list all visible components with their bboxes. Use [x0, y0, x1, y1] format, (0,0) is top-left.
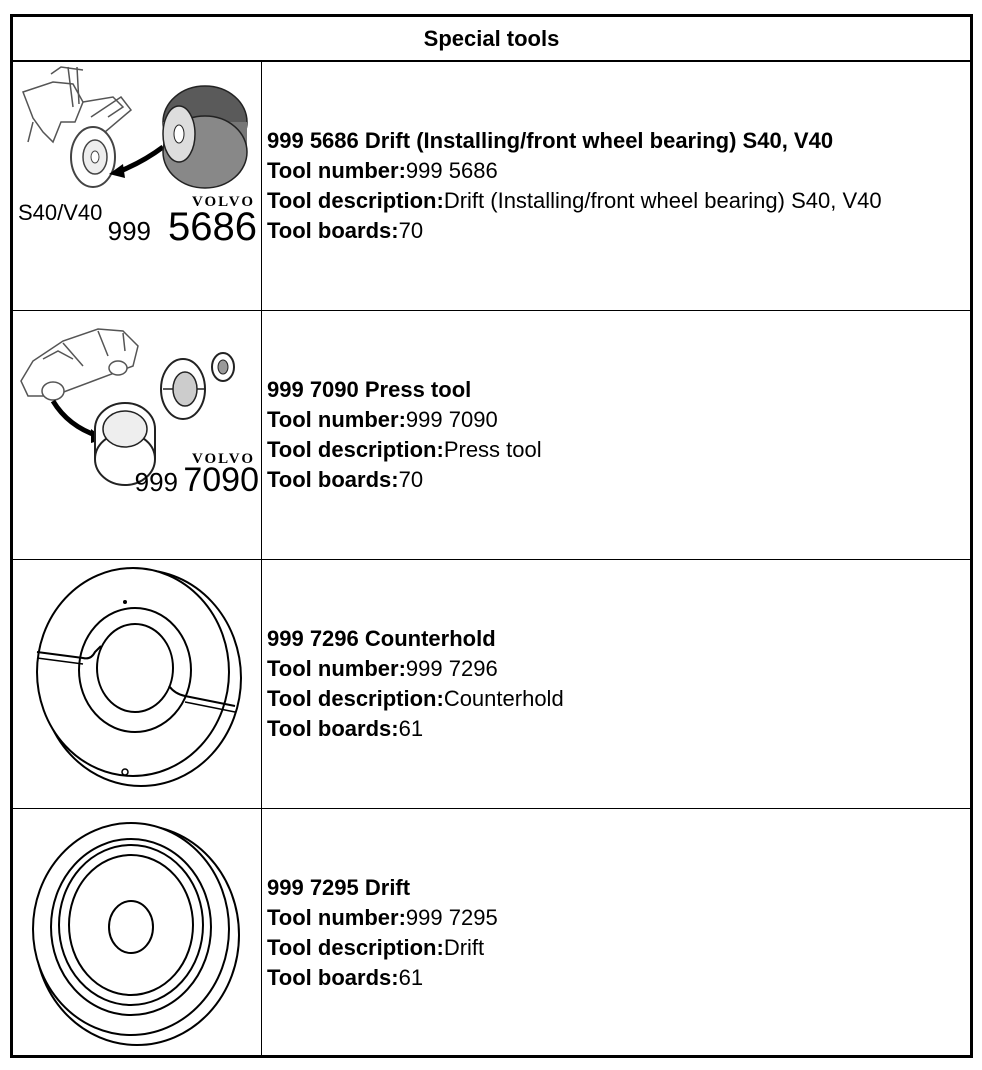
- tool-number-label: Tool number:: [267, 656, 406, 681]
- counterhold-illustration: [36, 567, 242, 787]
- tool-boards-label: Tool boards:: [267, 467, 399, 492]
- tool-boards-value: 70: [398, 467, 424, 492]
- tool-boards-value: 70: [398, 218, 424, 243]
- tool-description-value: Drift: [443, 935, 485, 960]
- tool-illustration-7090: VOLVO 999 7090: [13, 311, 262, 559]
- tool-info: 999 7090 Press tool Tool number:999 7090…: [267, 311, 970, 559]
- tool-boards-label: Tool boards:: [267, 218, 399, 243]
- tool-description-label: Tool description:: [267, 437, 444, 462]
- part-suffix: 7090: [183, 461, 259, 499]
- tool-description-line: Tool description:Counterhold: [267, 684, 970, 714]
- wheel-bearing-drift-illustration: S40/V40 VOLVO 999 5686: [18, 66, 257, 249]
- tool-description-line: Tool description:Drift: [267, 933, 970, 963]
- tool-boards-value: 61: [398, 716, 424, 741]
- tool-description-label: Tool description:: [267, 935, 444, 960]
- tool-title: 999 7296 Counterhold: [267, 626, 496, 651]
- part-prefix: 999: [135, 467, 178, 497]
- model-label: S40/V40: [18, 200, 102, 225]
- tool-title: 999 5686 Drift (Installing/front wheel b…: [267, 128, 834, 153]
- table-row: 999 7295 Drift Tool number:999 7295 Tool…: [13, 809, 970, 1057]
- table-header: Special tools: [13, 17, 970, 62]
- tool-boards-line: Tool boards:61: [267, 714, 970, 744]
- part-suffix: 5686: [168, 205, 257, 249]
- tool-boards-line: Tool boards:70: [267, 216, 970, 246]
- special-tools-table: Special tools: [10, 14, 973, 1058]
- tool-boards-label: Tool boards:: [267, 965, 399, 990]
- tool-number-label: Tool number:: [267, 905, 406, 930]
- tool-number-line: Tool number:999 7090: [267, 405, 970, 435]
- tool-info: 999 7296 Counterhold Tool number:999 729…: [267, 560, 970, 808]
- tool-illustration-5686: S40/V40 VOLVO 999 5686: [13, 62, 262, 310]
- table-row: VOLVO 999 7090 999 7090 Press tool Tool …: [13, 311, 970, 560]
- tool-boards-line: Tool boards:61: [267, 963, 970, 993]
- tool-title: 999 7295 Drift: [267, 875, 411, 900]
- volvo-logo: VOLVO: [192, 194, 255, 210]
- tool-number-line: Tool number:999 7295: [267, 903, 970, 933]
- tool-title: 999 7090 Press tool: [267, 377, 472, 402]
- tool-description-value: Drift (Installing/front wheel bearing) S…: [443, 188, 882, 213]
- tool-description-value: Counterhold: [443, 686, 564, 711]
- tool-number-value: 999 7296: [405, 656, 498, 681]
- tool-illustration-7295: [13, 809, 262, 1057]
- tool-description-label: Tool description:: [267, 188, 444, 213]
- tool-description-line: Tool description:Press tool: [267, 435, 970, 465]
- tool-description-line: Tool description:Drift (Installing/front…: [267, 186, 970, 216]
- tool-boards-line: Tool boards:70: [267, 465, 970, 495]
- tool-number-line: Tool number:999 7296: [267, 654, 970, 684]
- volvo-logo: VOLVO: [192, 451, 255, 467]
- table-row: S40/V40 VOLVO 999 5686 999 5686 Drift (I…: [13, 62, 970, 311]
- part-prefix: 999: [108, 216, 151, 246]
- tool-description-label: Tool description:: [267, 686, 444, 711]
- tool-number-value: 999 5686: [405, 158, 498, 183]
- tool-info: 999 7295 Drift Tool number:999 7295 Tool…: [267, 809, 970, 1057]
- tool-info: 999 5686 Drift (Installing/front wheel b…: [267, 62, 970, 310]
- tool-number-value: 999 7090: [405, 407, 498, 432]
- press-tool-illustration: VOLVO 999 7090: [20, 328, 259, 499]
- tool-description-value: Press tool: [443, 437, 542, 462]
- tool-boards-value: 61: [398, 965, 424, 990]
- tool-boards-label: Tool boards:: [267, 716, 399, 741]
- tool-number-label: Tool number:: [267, 407, 406, 432]
- tool-number-line: Tool number:999 5686: [267, 156, 970, 186]
- table-row: 999 7296 Counterhold Tool number:999 729…: [13, 560, 970, 809]
- tool-number-label: Tool number:: [267, 158, 406, 183]
- tool-illustration-7296: [13, 560, 262, 808]
- drift-illustration: [32, 822, 240, 1046]
- tool-number-value: 999 7295: [405, 905, 498, 930]
